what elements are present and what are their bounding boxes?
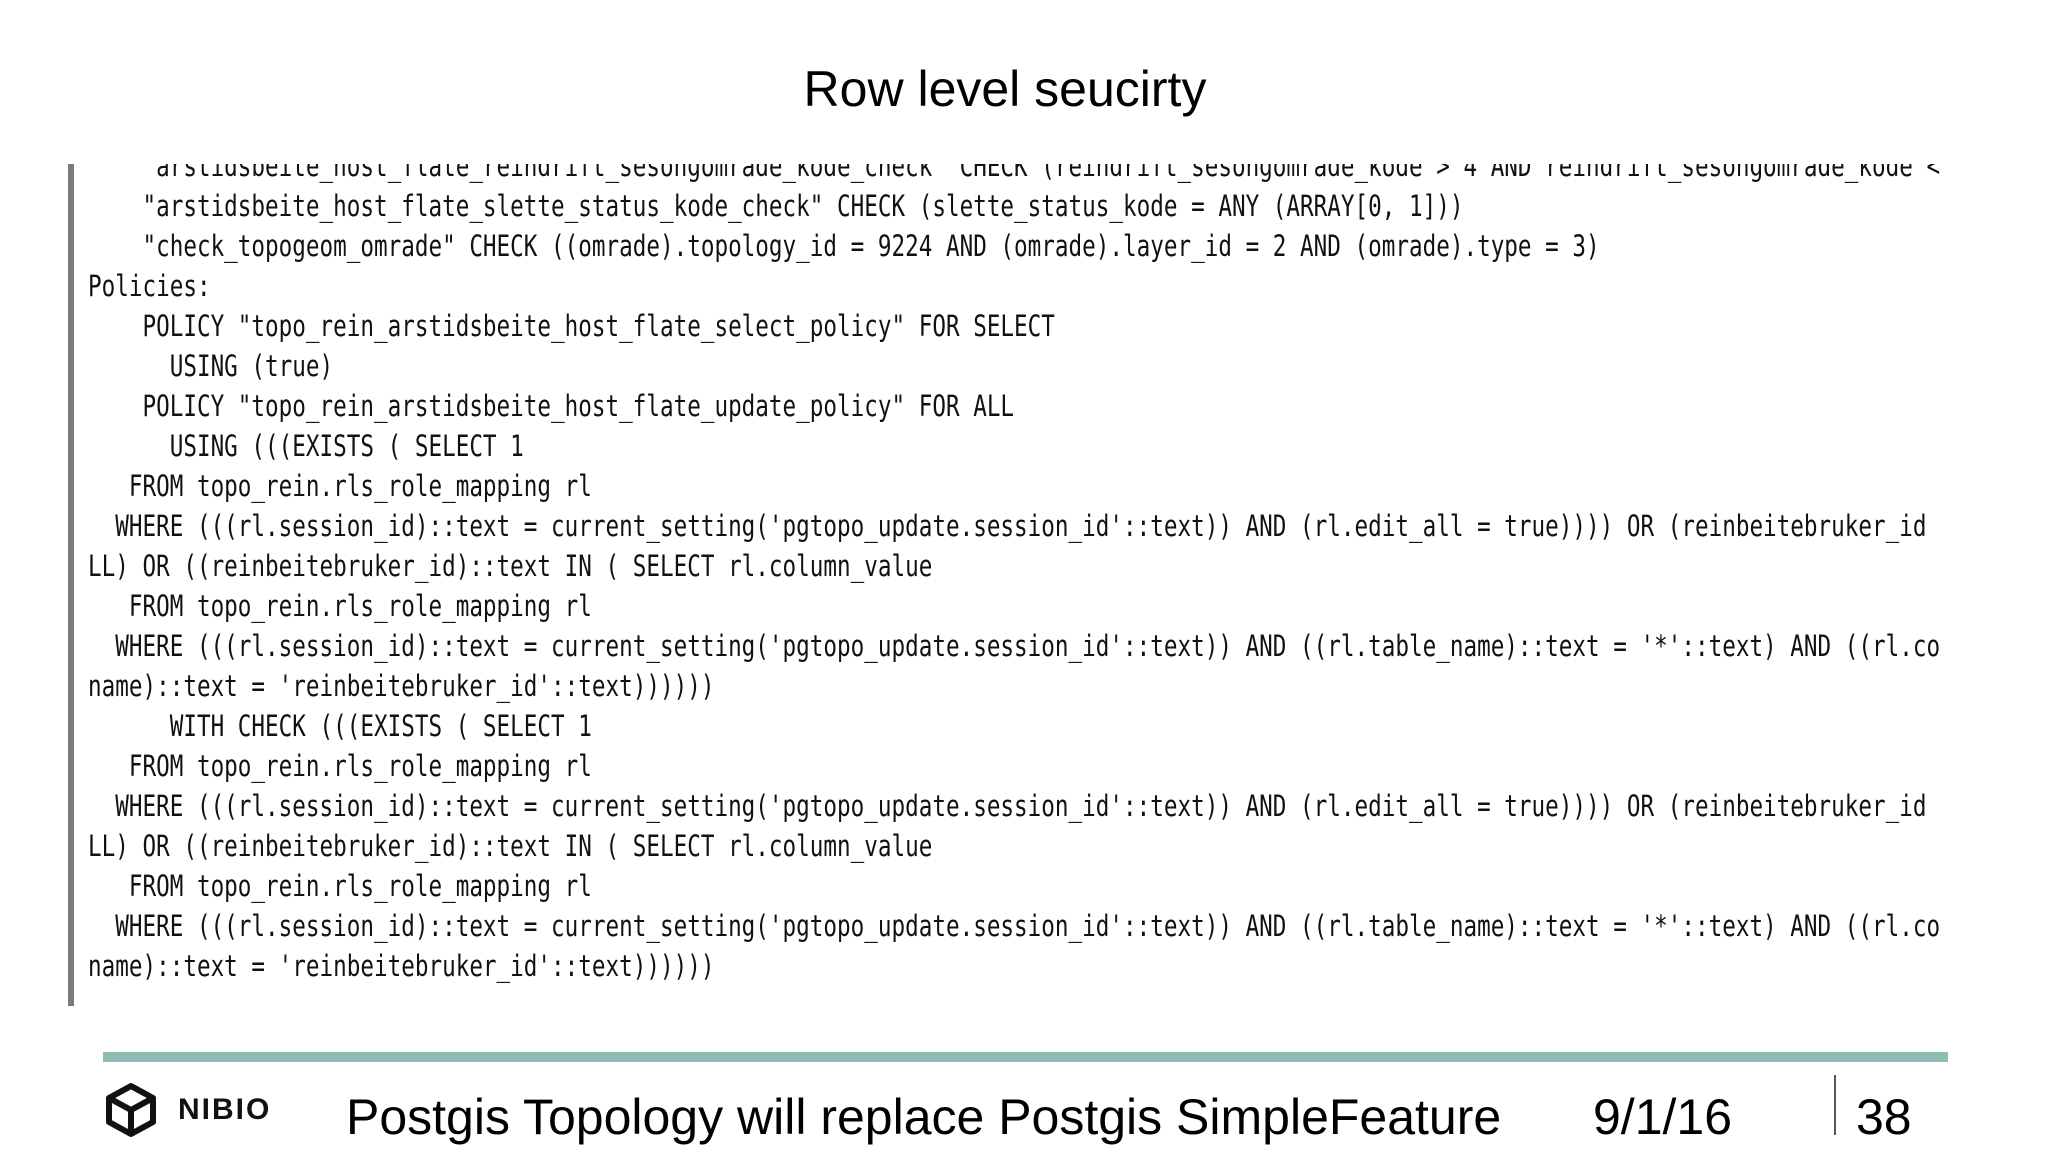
terminal-line: "check_topogeom_omrade" CHECK ((omrade).… <box>88 229 1600 263</box>
terminal-line: FROM topo_rein.rls_role_mapping rl <box>88 869 592 903</box>
slide-title: Row level seucirty <box>803 61 1207 117</box>
terminal-line: WHERE (((rl.session_id)::text = current_… <box>88 509 1927 543</box>
logo-text: NIBIO <box>178 1093 272 1126</box>
page-number: 38 <box>1856 1089 1912 1145</box>
terminal-line: USING (true) <box>88 349 334 383</box>
terminal-line: USING (((EXISTS ( SELECT 1 <box>88 429 524 463</box>
terminal-line: LL) OR ((reinbeitebruker_id)::text IN ( … <box>88 549 933 583</box>
terminal-line: "arstidsbeite_host_flate_reindrift_seson… <box>88 164 1941 183</box>
terminal-screenshot: "arstidsbeite_host_flate_reindrift_seson… <box>68 164 1960 1006</box>
terminal-line: FROM topo_rein.rls_role_mapping rl <box>88 469 592 503</box>
footer-title: Postgis Topology will replace Postgis Si… <box>346 1089 1502 1145</box>
terminal-line: FROM topo_rein.rls_role_mapping rl <box>88 749 592 783</box>
terminal-line: Policies: <box>88 269 211 303</box>
nibio-cube-icon <box>106 1083 156 1137</box>
terminal-line: POLICY "topo_rein_arstidsbeite_host_flat… <box>88 309 1055 343</box>
footer-date: 9/1/16 <box>1593 1089 1733 1145</box>
terminal-line: POLICY "topo_rein_arstidsbeite_host_flat… <box>88 389 1015 423</box>
terminal-line: WHERE (((rl.session_id)::text = current_… <box>88 629 1941 663</box>
terminal-line: WITH CHECK (((EXISTS ( SELECT 1 <box>88 709 592 743</box>
terminal-line: name)::text = 'reinbeitebruker_id'::text… <box>88 949 715 983</box>
terminal-line: name)::text = 'reinbeitebruker_id'::text… <box>88 669 715 703</box>
terminal-line: WHERE (((rl.session_id)::text = current_… <box>88 909 1941 943</box>
footer-accent-bar <box>103 1052 1948 1062</box>
terminal-line: WHERE (((rl.session_id)::text = current_… <box>88 789 1927 823</box>
footer-divider <box>1834 1075 1836 1135</box>
terminal-line: LL) OR ((reinbeitebruker_id)::text IN ( … <box>88 829 933 863</box>
terminal-line: "arstidsbeite_host_flate_slette_status_k… <box>88 189 1464 223</box>
terminal-line: FROM topo_rein.rls_role_mapping rl <box>88 589 592 623</box>
nibio-logo: NIBIO <box>104 1082 271 1138</box>
